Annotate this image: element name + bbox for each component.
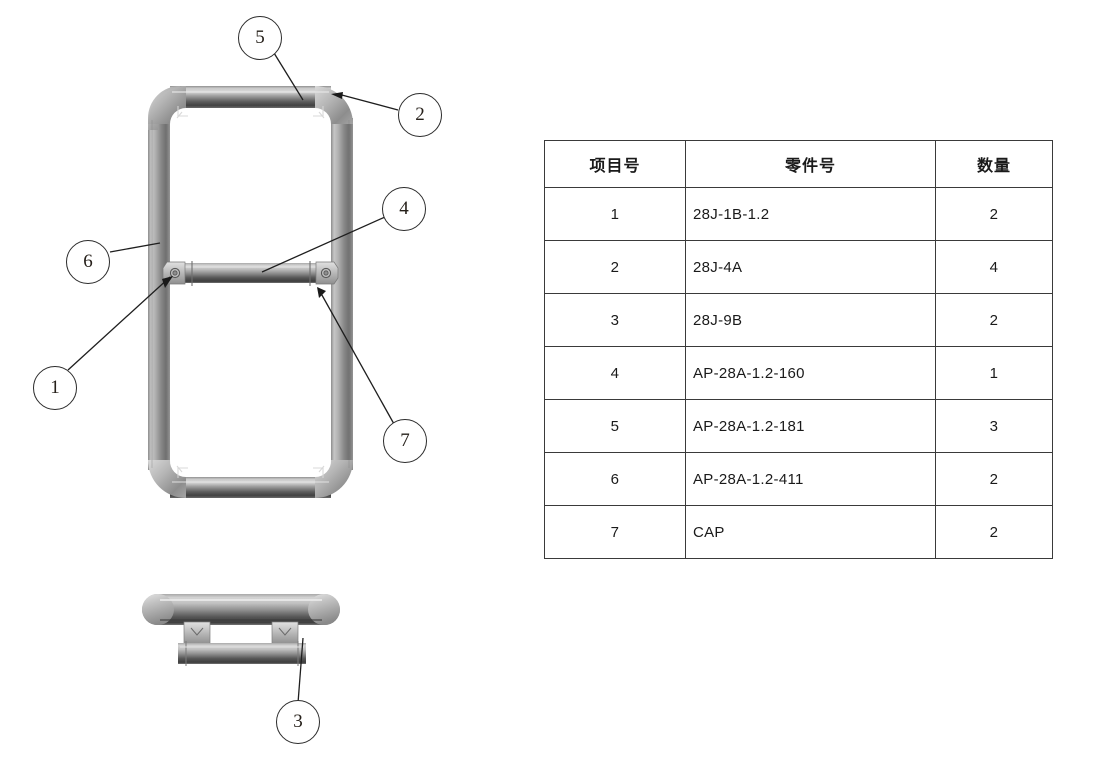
assembly-svg: [67, 52, 399, 704]
arrowhead-7: [317, 287, 326, 298]
leader-4: [261, 216, 386, 273]
frame-elbow-bottom-right: [315, 460, 353, 498]
balloon-2[interactable]: 2: [398, 93, 442, 137]
leader-7: [317, 287, 395, 425]
bom-body: 1 28J-1B-1.2 2 2 28J-4A 4 3 28J-9B 2 4 A…: [544, 187, 1053, 559]
bom-header-row: 项目号 零件号 数量: [544, 140, 1053, 188]
cell-qty: 2: [935, 452, 1053, 506]
leader-arrowheads: [162, 92, 343, 298]
frame-right-post: [331, 118, 353, 470]
cell-part: AP-28A-1.2-160: [685, 346, 936, 400]
cell-item: 7: [544, 505, 686, 559]
cell-part: 28J-9B: [685, 293, 936, 347]
leader-2: [337, 93, 399, 111]
cell-qty: 2: [935, 187, 1053, 241]
rail-cap-right: [308, 594, 340, 625]
balloon-1-label: 1: [50, 377, 60, 398]
cell-part: CAP: [685, 505, 936, 559]
balloon-6-label: 6: [83, 251, 93, 272]
rail-component-detail: [142, 594, 340, 666]
balloon-3[interactable]: 3: [276, 700, 320, 744]
cell-part: AP-28A-1.2-181: [685, 399, 936, 453]
main-frame-assembly: [148, 86, 353, 498]
balloon-4-label: 4: [399, 198, 409, 219]
cell-qty: 2: [935, 505, 1053, 559]
cell-item: 5: [544, 399, 686, 453]
balloon-2-label: 2: [415, 104, 425, 125]
table-row: 7 CAP 2: [544, 505, 1053, 559]
balloon-5[interactable]: 5: [238, 16, 282, 60]
balloon-7-label: 7: [400, 430, 410, 451]
cell-qty: 1: [935, 346, 1053, 400]
cell-item: 4: [544, 346, 686, 400]
balloon-1[interactable]: 1: [33, 366, 77, 410]
assembly-illustration: 5 2 4 6 1 7 3: [0, 0, 470, 758]
cell-item: 6: [544, 452, 686, 506]
cell-item: 2: [544, 240, 686, 294]
leader-5: [273, 52, 304, 101]
bom-header-part: 零件号: [685, 140, 936, 188]
frame-top-rail: [170, 86, 331, 108]
middle-crossbar: [172, 263, 329, 283]
cell-part: AP-28A-1.2-411: [685, 452, 936, 506]
frame-elbow-tl-body: [148, 86, 186, 124]
frame-left-post: [148, 118, 170, 470]
table-row: 1 28J-1B-1.2 2: [544, 187, 1053, 241]
arrowhead-2: [331, 92, 343, 99]
table-row: 4 AP-28A-1.2-160 1: [544, 346, 1053, 400]
leader-6: [109, 242, 161, 253]
rail-bracket-right: [271, 621, 299, 645]
cell-item: 1: [544, 187, 686, 241]
cell-qty: 2: [935, 293, 1053, 347]
cell-qty: 3: [935, 399, 1053, 453]
leader-3: [297, 637, 304, 704]
leader-lines: [67, 52, 399, 704]
frame-elbow-bottom-left: [148, 460, 186, 498]
cell-item: 3: [544, 293, 686, 347]
rail-lower-tube: [178, 643, 306, 664]
cell-part: 28J-4A: [685, 240, 936, 294]
rail-tube: [142, 594, 340, 625]
balloon-6[interactable]: 6: [66, 240, 110, 284]
bom-header-qty: 数量: [935, 140, 1053, 188]
table-row: 3 28J-9B 2: [544, 293, 1053, 347]
table-row: 2 28J-4A 4: [544, 240, 1053, 294]
crossbar-clamp-right: [315, 261, 339, 285]
frame-elbow-top-right: [315, 86, 353, 124]
balloon-3-label: 3: [293, 711, 303, 732]
balloon-4[interactable]: 4: [382, 187, 426, 231]
bom-header-item: 项目号: [544, 140, 686, 188]
cell-part: 28J-1B-1.2: [685, 187, 936, 241]
balloon-5-label: 5: [255, 27, 265, 48]
rail-bracket-left: [183, 621, 211, 645]
frame-bottom-rail: [170, 477, 331, 498]
balloon-7[interactable]: 7: [383, 419, 427, 463]
rail-cap-left: [142, 594, 174, 625]
leader-1: [67, 276, 171, 371]
table-row: 6 AP-28A-1.2-411 2: [544, 452, 1053, 506]
table-row: 5 AP-28A-1.2-181 3: [544, 399, 1053, 453]
bom-table: 项目号 零件号 数量 1 28J-1B-1.2 2 2 28J-4A 4 3 2…: [544, 140, 1053, 559]
cell-qty: 4: [935, 240, 1053, 294]
arrowhead-1: [162, 276, 173, 288]
corner-bracket-marks: [176, 106, 325, 478]
